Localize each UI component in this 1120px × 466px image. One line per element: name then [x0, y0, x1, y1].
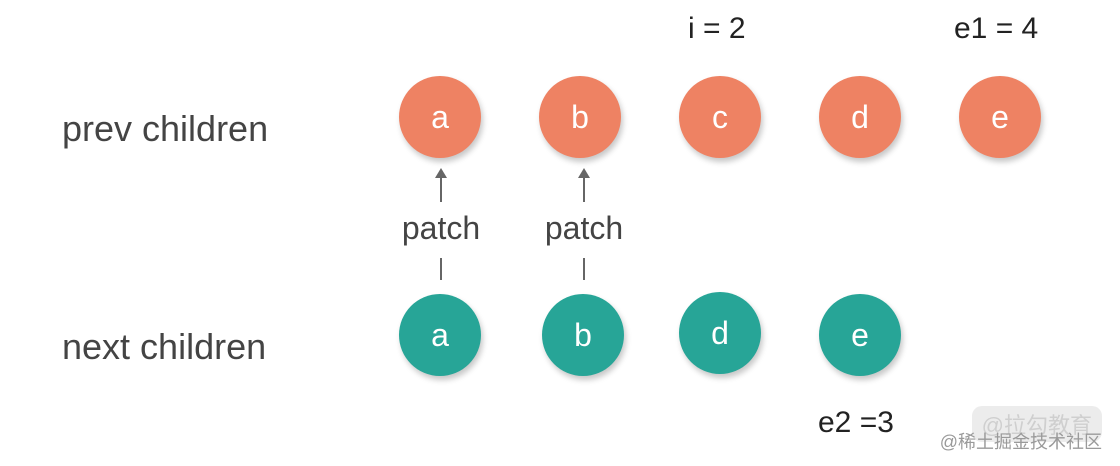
patch-arrow-a-lower-stem — [440, 258, 442, 280]
prev-node-a: a — [399, 76, 481, 158]
patch-arrow-b-icon — [578, 168, 590, 178]
prev-children-label: prev children — [62, 108, 269, 149]
patch-arrow-a-upper-stem — [440, 176, 442, 202]
patch-label-b: patch — [544, 210, 624, 246]
prev-node-e: e — [959, 76, 1041, 158]
next-node-e: e — [819, 294, 901, 376]
patch-arrow-b-lower-stem — [583, 258, 585, 280]
next-children-label: next children — [62, 326, 267, 367]
pointer-e2-label: e2 =3 — [818, 406, 894, 439]
pointer-e1-label: e1 = 4 — [954, 12, 1039, 45]
watermark: @拉勾教育 @稀土掘金技术社区 — [940, 406, 1102, 454]
prev-node-d: d — [819, 76, 901, 158]
patch-arrow-a-icon — [435, 168, 447, 178]
next-node-b: b — [542, 294, 624, 376]
next-node-d: d — [679, 292, 761, 374]
prev-node-b: b — [539, 76, 621, 158]
patch-label-a: patch — [401, 210, 481, 246]
pointer-i-label: i = 2 — [688, 12, 746, 45]
patch-arrow-b-upper-stem — [583, 176, 585, 202]
watermark-line-2: @稀土掘金技术社区 — [939, 432, 1102, 452]
next-node-a: a — [399, 294, 481, 376]
prev-node-c: c — [679, 76, 761, 158]
watermark-line-1: @拉勾教育 — [971, 406, 1102, 442]
